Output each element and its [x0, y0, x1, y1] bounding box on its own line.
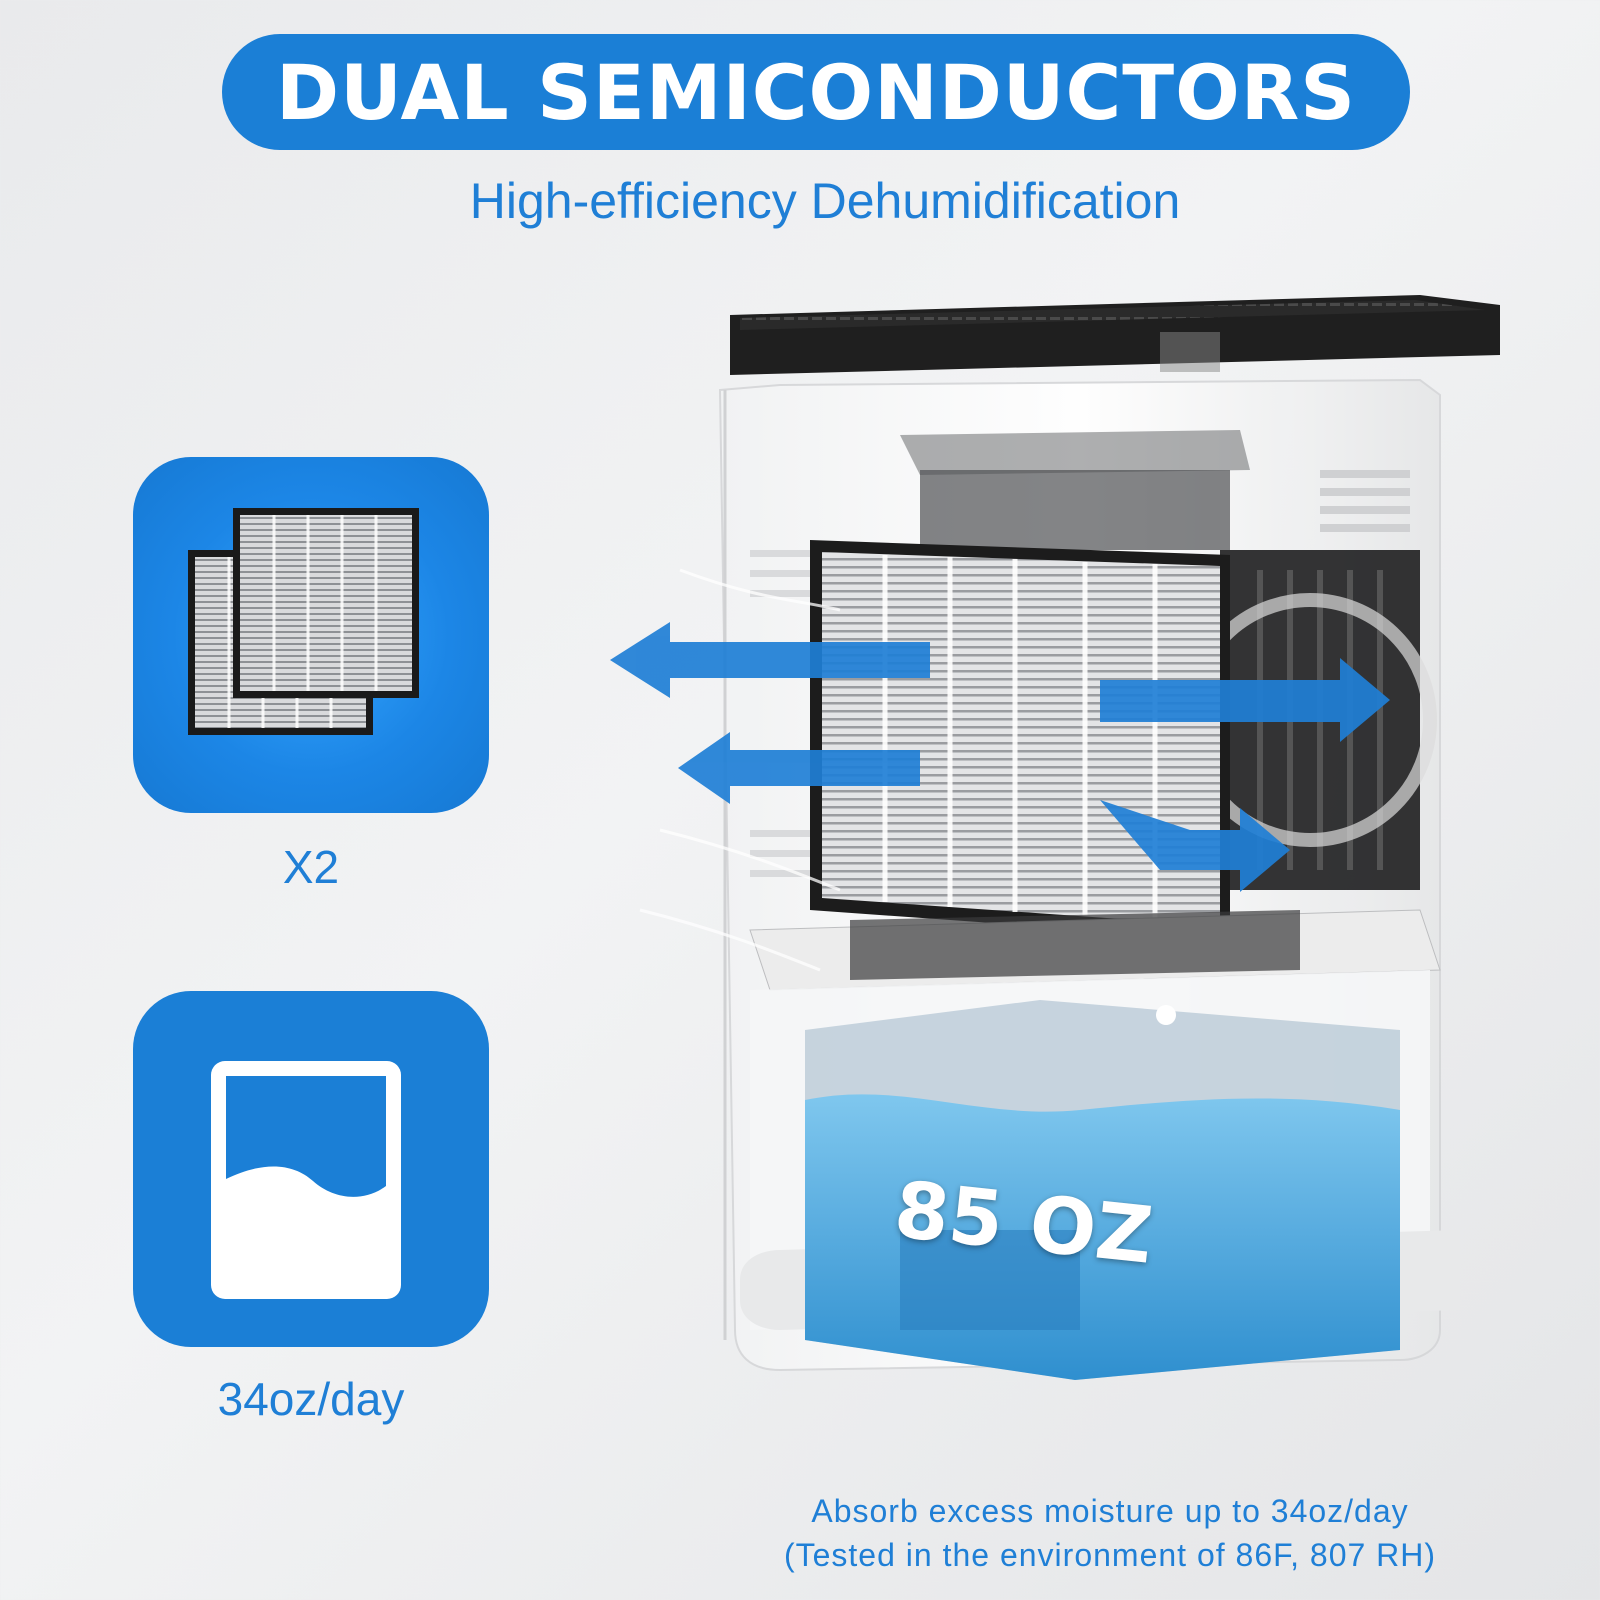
page-title: DUAL SEMICONDUCTORS — [276, 47, 1356, 137]
title-banner: DUAL SEMICONDUCTORS — [222, 34, 1410, 150]
daily-capacity-label: 34oz/day — [217, 1373, 405, 1425]
water-tank-icon — [211, 1061, 401, 1299]
dehumidifier-illustration — [610, 295, 1500, 1380]
filter-count-label: X2 — [282, 841, 340, 893]
tank-feature-tile — [133, 991, 489, 1347]
footnote-line-2: (Tested in the environment of 86F, 807 R… — [783, 1537, 1437, 1573]
filter-icon — [188, 508, 419, 735]
footnote-line-1: Absorb excess moisture up to 34oz/day — [811, 1493, 1409, 1529]
filter-feature-tile — [133, 457, 489, 813]
page-subtitle: High-efficiency Dehumidification — [469, 173, 1181, 229]
